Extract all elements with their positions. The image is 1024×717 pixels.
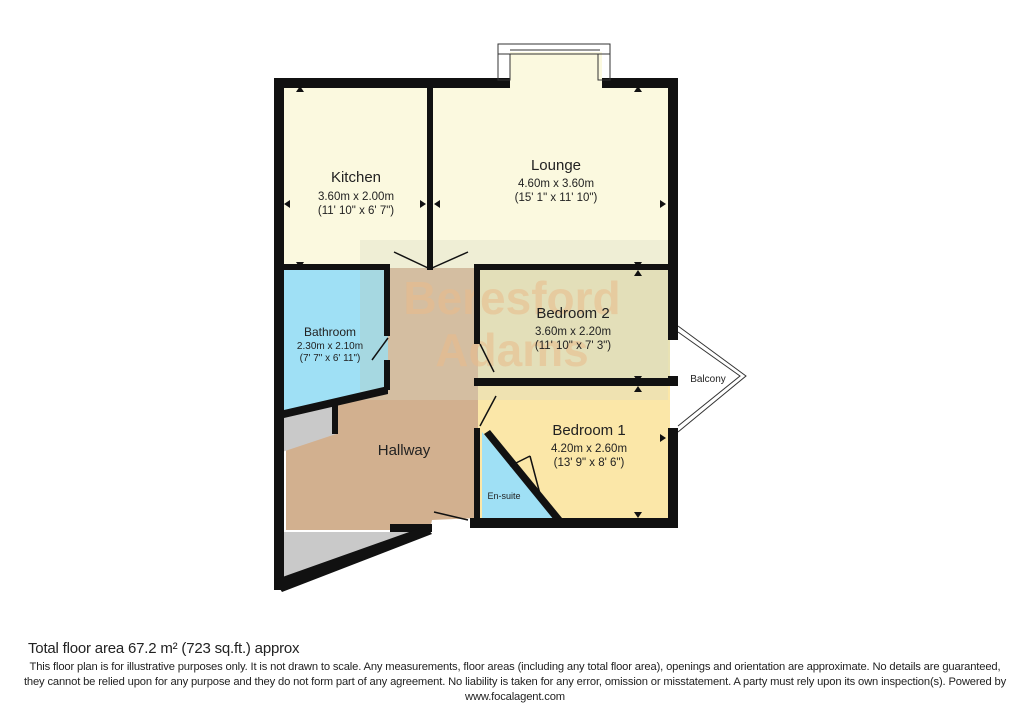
lounge-floor (430, 86, 670, 268)
total-floor-area: Total floor area 67.2 m² (723 sq.ft.) ap… (28, 640, 300, 657)
disclaimer-text: This floor plan is for illustrative purp… (23, 661, 1007, 703)
bathroom-name: Bathroom (304, 325, 356, 339)
bedroom2-name: Bedroom 2 (536, 305, 609, 322)
ensuite-name: En-suite (487, 491, 520, 501)
bathroom-shade (360, 268, 388, 390)
walls (274, 78, 678, 592)
kitchen-name: Kitchen (331, 169, 381, 186)
bedroom1-name: Bedroom 1 (552, 422, 625, 439)
doors (371, 251, 541, 521)
watermark-line-2: Adams (435, 324, 588, 376)
bathroom-imperial: (7' 7" x 6' 11") (300, 353, 361, 364)
lounge-metric: 4.60m x 3.60m (518, 178, 594, 190)
kitchen-floor (282, 86, 430, 268)
hallway-floor (286, 268, 478, 530)
bay-window-floor (510, 52, 602, 88)
hallway-name: Hallway (378, 442, 431, 459)
lounge-imperial: (15' 1" x 11' 10") (515, 192, 598, 204)
kitchen-metric: 3.60m x 2.00m (318, 191, 394, 203)
floor-plan: Beresford Adams Balcony (274, 43, 747, 592)
bedroom2-floor (478, 270, 670, 382)
watermark-line-1: Beresford (403, 272, 620, 324)
kitchen-imperial: (11' 10" x 6' 7") (318, 205, 394, 217)
bathroom-metric: 2.30m x 2.10m (297, 341, 363, 352)
balcony (677, 325, 747, 433)
lounge-name: Lounge (531, 157, 581, 174)
bedroom1-metric: 4.20m x 2.60m (551, 443, 627, 455)
bedroom2-metric: 3.60m x 2.20m (535, 326, 611, 338)
balcony-label: Balcony (690, 374, 726, 385)
dimension-markers (284, 86, 666, 518)
bedroom1-imperial: (13' 9" x 8' 6") (554, 457, 625, 469)
bay-window (497, 43, 611, 81)
bedroom2-imperial: (11' 10" x 7' 3") (535, 340, 611, 352)
